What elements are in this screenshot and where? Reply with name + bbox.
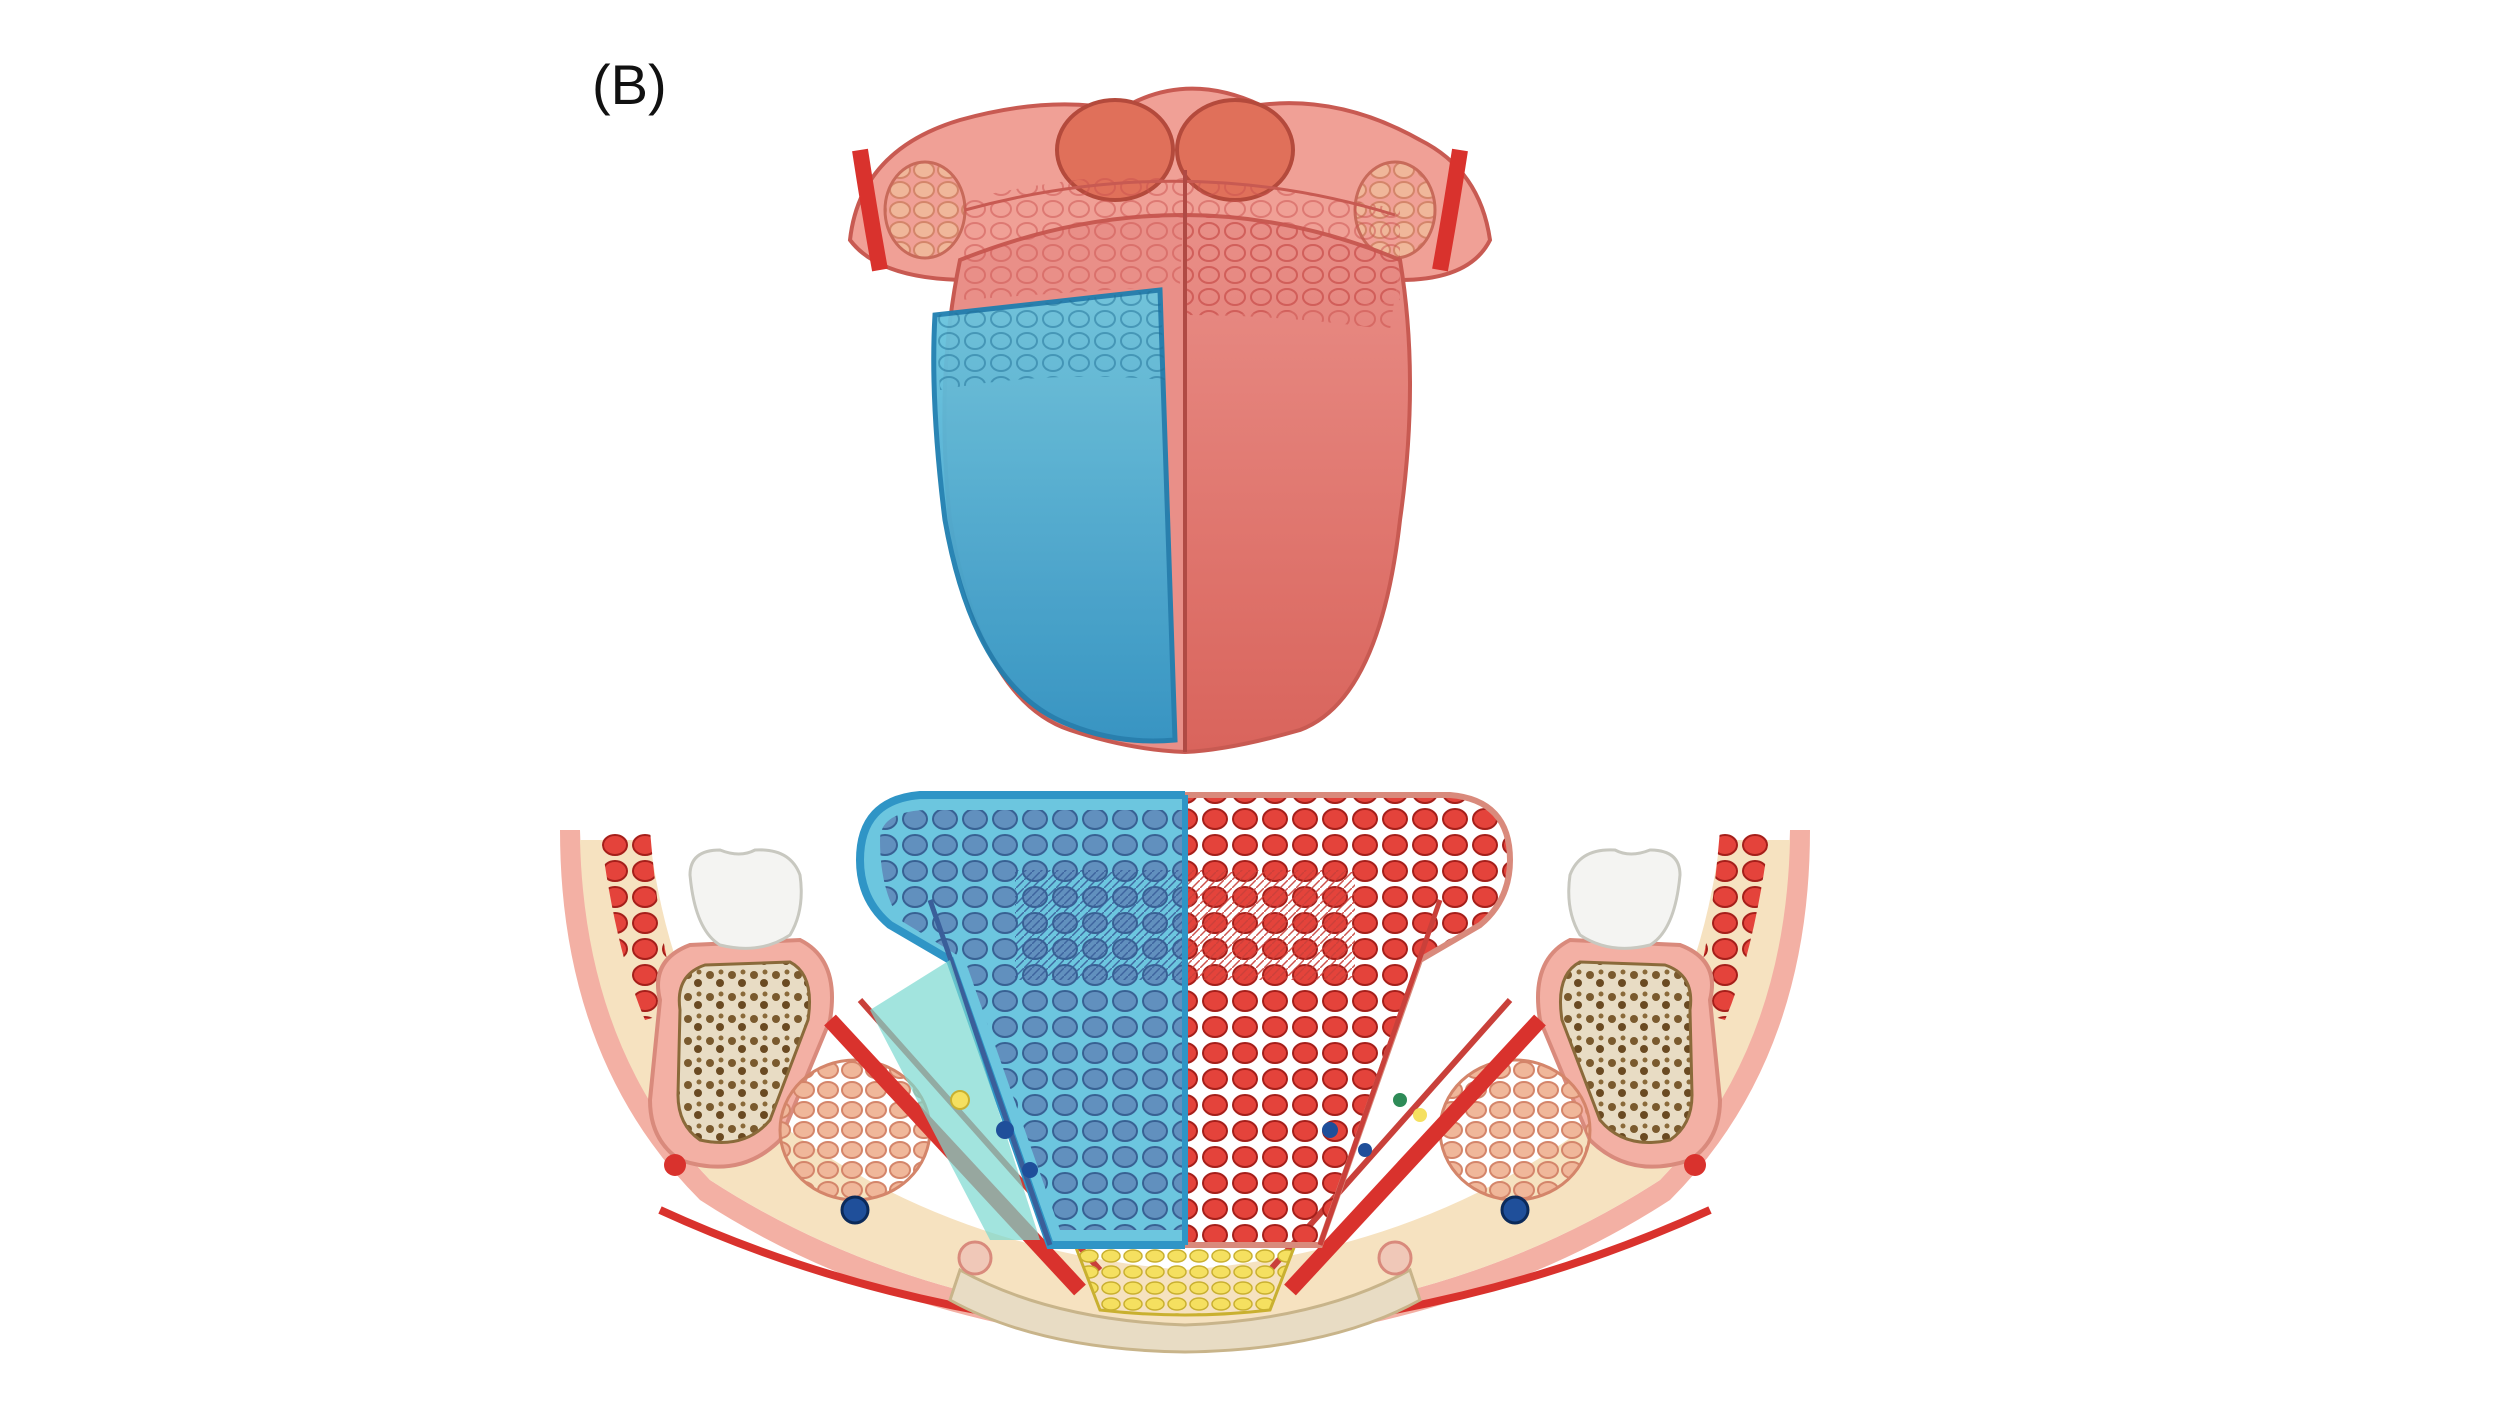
vessel-left — [840, 1195, 870, 1225]
hyoid-bone — [948, 1267, 1422, 1354]
hyoid-left-end — [957, 1240, 993, 1276]
subcutaneous-tissue — [580, 840, 1790, 1325]
transverse-fibers-right — [1185, 870, 1355, 980]
geniohyoid-fat — [1072, 1243, 1298, 1317]
tooth-right — [1567, 848, 1682, 950]
panel-label: (B) — [592, 53, 667, 116]
vessel-right — [1500, 1195, 1530, 1225]
palatine-tonsil-left — [883, 160, 967, 260]
mandible-right-bone — [1558, 960, 1694, 1144]
tooth-left — [688, 848, 803, 950]
mandible-left-bone — [676, 960, 812, 1144]
tongue-coronal-section — [560, 791, 1810, 1354]
transverse-fibers-left — [1015, 870, 1185, 980]
gland-right — [1438, 1058, 1592, 1202]
hyoid-right-end — [1377, 1240, 1413, 1276]
tongue-dorsal-view — [847, 86, 1493, 755]
tongue-highlight-left — [931, 287, 1178, 744]
mylohyoid-right — [1284, 1014, 1546, 1296]
